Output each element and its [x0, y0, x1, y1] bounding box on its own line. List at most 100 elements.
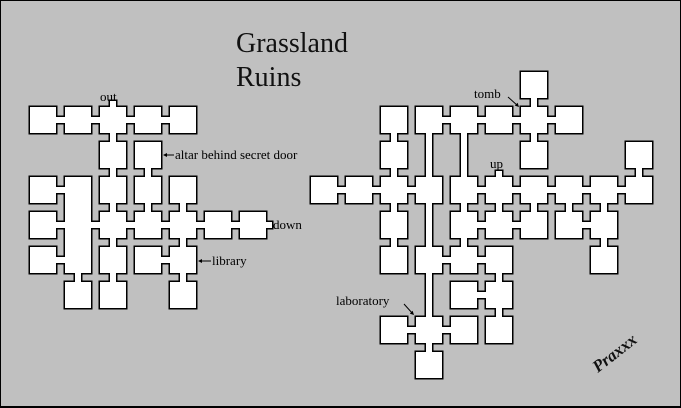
corridor	[145, 203, 151, 212]
corridor	[582, 222, 591, 228]
room	[170, 282, 196, 308]
corridor	[180, 203, 186, 212]
corridor	[110, 238, 116, 247]
room	[100, 282, 126, 308]
tall-room	[65, 177, 91, 273]
corridor	[110, 203, 116, 212]
corridor	[547, 187, 556, 193]
room	[100, 177, 126, 203]
corridor	[391, 203, 397, 212]
room	[135, 247, 161, 273]
room	[626, 177, 652, 203]
room	[591, 247, 617, 273]
corridor	[496, 273, 502, 282]
room	[381, 317, 407, 343]
corridor	[426, 343, 432, 352]
corridor	[161, 117, 170, 123]
corridor	[461, 203, 467, 212]
room	[416, 317, 442, 343]
corridor	[372, 187, 381, 193]
room	[486, 107, 512, 133]
altar-arrow-head	[163, 153, 167, 157]
map-title-line2: Ruins	[236, 62, 302, 93]
room	[451, 247, 477, 273]
room	[346, 177, 372, 203]
corridor	[582, 187, 591, 193]
room	[170, 212, 196, 238]
corridor	[126, 117, 135, 123]
label-out: out	[100, 89, 117, 104]
label-library: library	[212, 253, 247, 268]
label-tomb: tomb	[474, 86, 501, 101]
corridor	[110, 273, 116, 282]
corridor	[496, 308, 502, 317]
room	[65, 107, 91, 133]
corridor	[196, 222, 205, 228]
corridor	[56, 117, 65, 123]
library-arrow-head	[198, 259, 202, 263]
room	[486, 212, 512, 238]
room	[486, 317, 512, 343]
room	[486, 177, 512, 203]
room	[626, 142, 652, 168]
room	[170, 247, 196, 273]
corridor	[126, 222, 135, 228]
label-altar: altar behind secret door	[175, 147, 298, 162]
corridor	[547, 117, 556, 123]
room	[451, 212, 477, 238]
long-corridor	[426, 133, 432, 317]
room	[521, 107, 547, 133]
corridor	[477, 222, 486, 228]
room	[30, 107, 56, 133]
room	[521, 212, 547, 238]
room	[381, 212, 407, 238]
room	[556, 212, 582, 238]
corridor	[531, 133, 537, 142]
corridor	[110, 133, 116, 142]
corridor	[512, 187, 521, 193]
room	[381, 107, 407, 133]
corridor	[337, 187, 346, 193]
corridor	[161, 222, 170, 228]
corridor	[391, 133, 397, 142]
room	[30, 247, 56, 273]
room	[240, 212, 266, 238]
room	[65, 282, 91, 308]
corridor	[75, 273, 81, 283]
corridor	[617, 187, 626, 193]
room	[556, 107, 582, 133]
room	[135, 107, 161, 133]
corridor	[531, 98, 537, 107]
corridor	[442, 117, 451, 123]
corridor	[56, 187, 65, 193]
room	[591, 212, 617, 238]
room	[556, 177, 582, 203]
stair-down	[266, 222, 272, 228]
stair-up	[496, 171, 502, 177]
label-laboratory: laboratory	[336, 293, 390, 308]
corridor	[145, 168, 151, 177]
corridor	[180, 238, 186, 247]
room	[100, 212, 126, 238]
room	[205, 212, 231, 238]
corridor	[442, 257, 451, 263]
room	[100, 107, 126, 133]
corridor	[110, 168, 116, 177]
room	[170, 177, 196, 203]
room	[521, 142, 547, 168]
room	[30, 177, 56, 203]
room	[521, 177, 547, 203]
corridor	[477, 292, 486, 298]
corridor	[91, 222, 100, 228]
corridor	[231, 222, 240, 228]
corridor	[391, 238, 397, 247]
corridor	[477, 117, 486, 123]
room	[135, 212, 161, 238]
stair-out	[110, 101, 116, 108]
corridor	[407, 327, 416, 333]
room	[170, 107, 196, 133]
corridor	[636, 168, 642, 177]
corridor	[56, 222, 65, 228]
corridor	[601, 203, 607, 212]
